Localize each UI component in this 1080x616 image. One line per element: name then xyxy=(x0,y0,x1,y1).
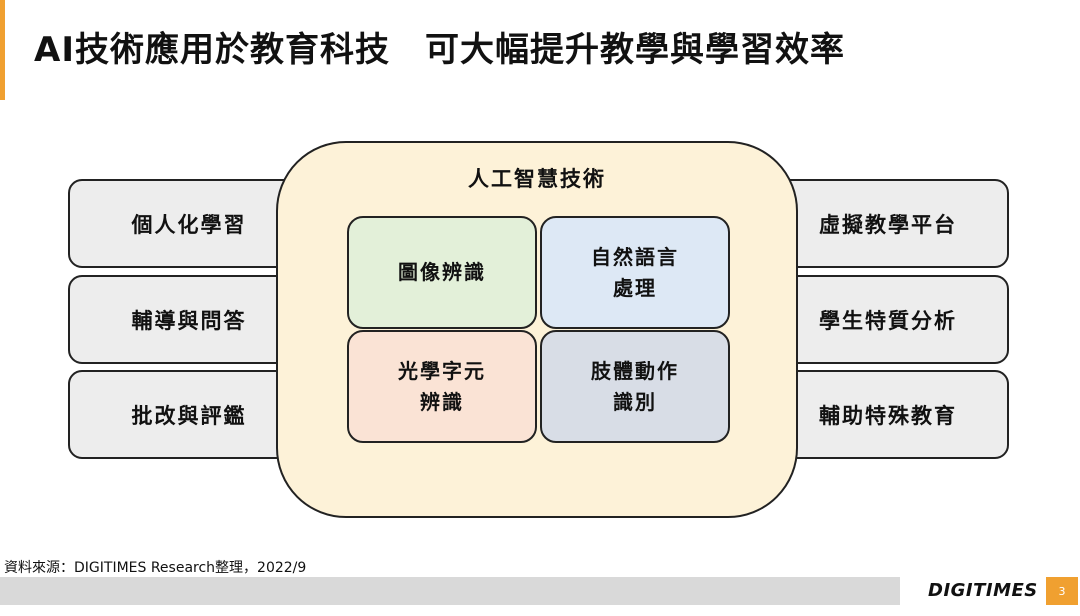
tech-box-body-motion-recognition: 肢體動作 識別 xyxy=(540,330,730,443)
tech-box-optical-character-recognition: 光學字元 辨識 xyxy=(347,330,537,443)
application-box-personalized-learning: 個人化學習 xyxy=(68,179,310,268)
application-box-student-trait-analysis: 學生特質分析 xyxy=(767,275,1009,364)
tech-box-natural-language-processing: 自然語言 處理 xyxy=(540,216,730,329)
tech-box-image-recognition: 圖像辨識 xyxy=(347,216,537,329)
source-note: 資料來源：DIGITIMES Research整理，2022/9 xyxy=(4,560,307,576)
page-title: AI技術應用於教育科技 可大幅提升教學與學習效率 xyxy=(34,30,845,70)
digitimes-logo: DIGITIMES xyxy=(928,580,1038,601)
application-box-grading-assessment: 批改與評鑑 xyxy=(68,370,310,459)
title-accent-bar xyxy=(0,0,5,100)
page-number: 3 xyxy=(1046,577,1078,605)
application-box-virtual-teaching-platform: 虛擬教學平台 xyxy=(767,179,1009,268)
footer-bar xyxy=(0,577,900,605)
ai-technology-panel: 人工智慧技術 圖像辨識 自然語言 處理 光學字元 辨識 肢體動作 識別 xyxy=(276,141,798,518)
ai-technology-title: 人工智慧技術 xyxy=(468,167,606,191)
application-box-special-education: 輔助特殊教育 xyxy=(767,370,1009,459)
application-box-tutoring-qa: 輔導與問答 xyxy=(68,275,310,364)
